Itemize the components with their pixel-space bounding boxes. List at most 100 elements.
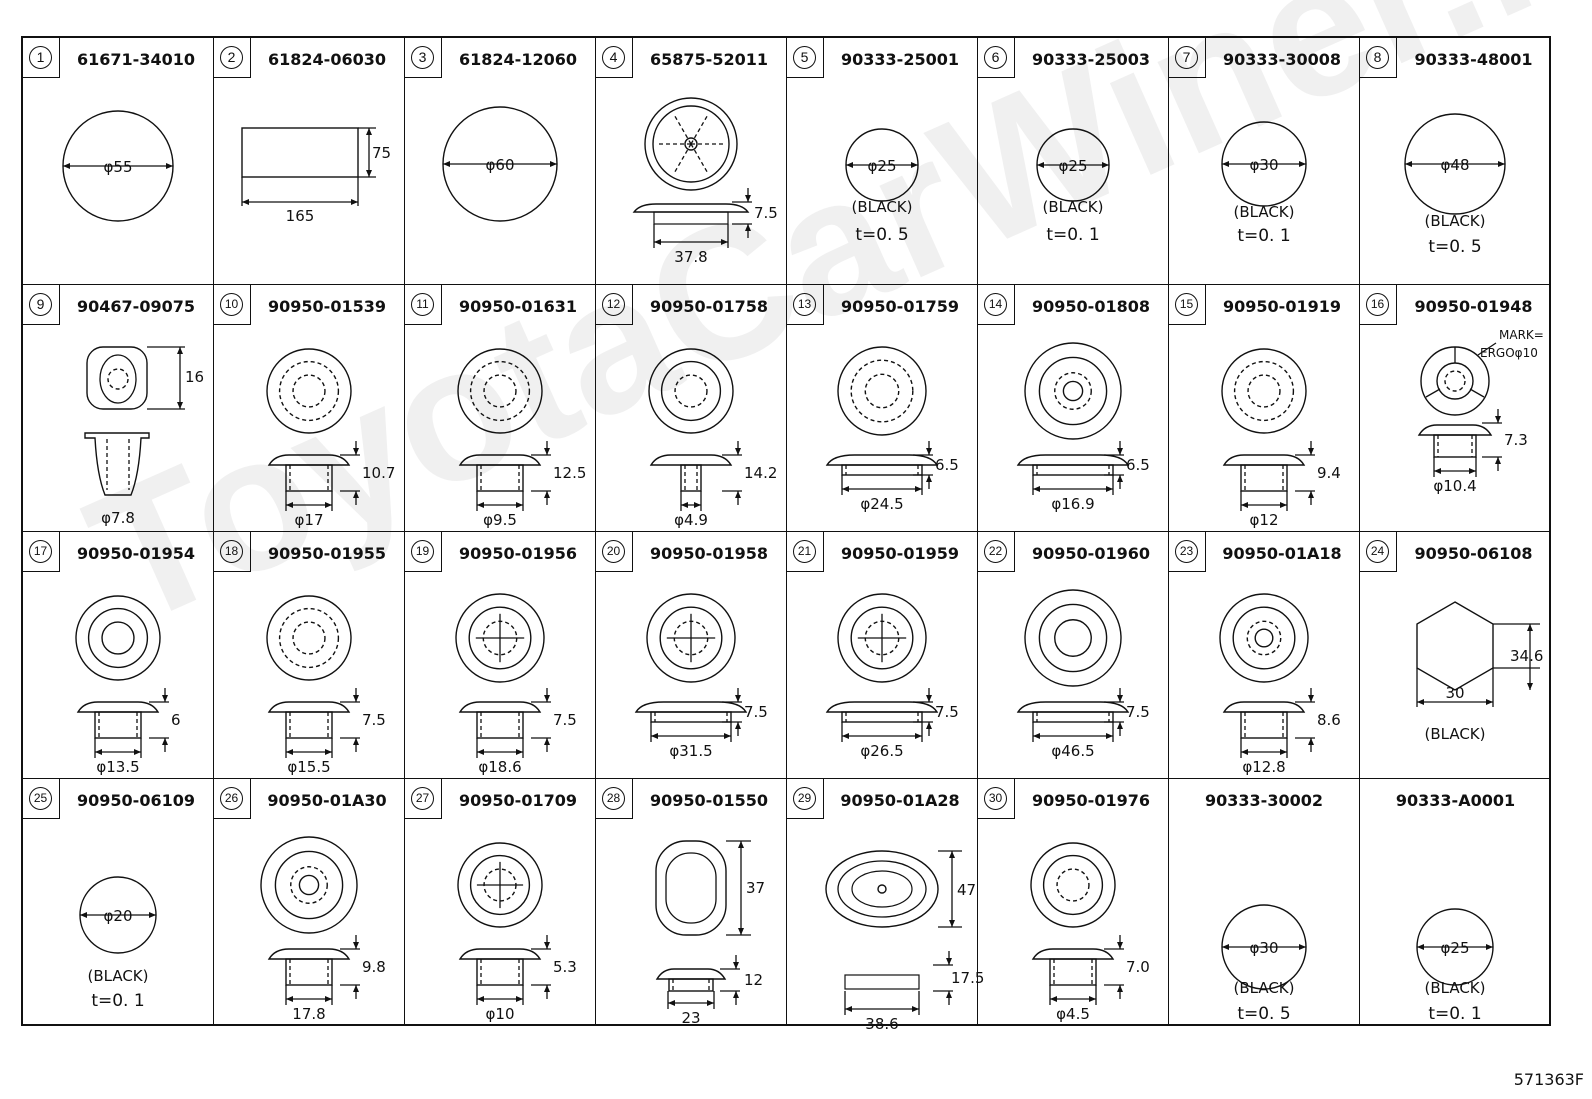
item-number-box: 18 (214, 532, 251, 572)
item-number: 28 (602, 787, 625, 810)
diameter-label: φ25 (1059, 157, 1088, 175)
dimension-label: φ16.9 (1051, 495, 1094, 513)
dimension-label: 7.5 (362, 711, 386, 729)
dimension-label: 165 (286, 207, 315, 225)
part-number: 90950-01631 (459, 297, 577, 316)
dimension-label: 9.8 (362, 958, 386, 976)
color-note: (BLACK) (1424, 212, 1485, 230)
color-note: (BLACK) (1233, 979, 1294, 997)
hexagon-outline (1416, 601, 1494, 691)
dimension-label: 8.6 (1317, 711, 1341, 729)
item-number-box: 15 (1169, 285, 1206, 325)
dimension-label: 7.5 (1126, 703, 1150, 721)
dimension-label: 12.5 (553, 464, 586, 482)
dimension-label: φ4.9 (674, 511, 708, 529)
rectangle-outline (241, 127, 359, 178)
part-number: 90950-01758 (650, 297, 768, 316)
thickness-note: t=0. 5 (1428, 237, 1481, 257)
item-number-box: 24 (1360, 532, 1397, 572)
cap-outline (1030, 842, 1116, 928)
cap-outline (1024, 589, 1122, 687)
part-number: 90950-01948 (1414, 297, 1533, 316)
item-number: 22 (984, 540, 1007, 563)
part-drawing: 9.817.8 (260, 836, 386, 1023)
dimension-label: 5.3 (553, 958, 577, 976)
diameter-label: φ60 (486, 156, 515, 174)
item-number: 20 (602, 540, 625, 563)
cap-outline (648, 348, 734, 434)
item-number: 26 (220, 787, 243, 810)
cap-outline (644, 97, 738, 191)
thickness-note: t=0. 1 (91, 991, 144, 1011)
item-number-box: 5 (787, 38, 824, 78)
item-number: 1 (29, 46, 52, 69)
item-number-box: 8 (1360, 38, 1397, 78)
dimension-label: 7.5 (553, 711, 577, 729)
part-number: 90333-A0001 (1395, 791, 1516, 810)
part-drawing: φ20(BLACK)t=0. 1 (79, 876, 157, 1011)
item-number: 9 (29, 293, 52, 316)
dimension-label: φ31.5 (669, 742, 712, 760)
item-number-box: 22 (978, 532, 1015, 572)
dimension-label: 16 (185, 368, 204, 386)
part-number: 90950-01A18 (1222, 544, 1342, 563)
cap-outline (1221, 348, 1307, 434)
item-number: 27 (411, 787, 434, 810)
part-number: 90950-01919 (1223, 297, 1341, 316)
part-drawing: 14.2φ4.9 (648, 348, 777, 529)
dimension-label: φ13.5 (96, 758, 139, 776)
dimension-label: 7.5 (744, 703, 768, 721)
diameter-label: φ30 (1250, 156, 1279, 174)
part-number: 90950-01A28 (840, 791, 960, 810)
cap-outline (1219, 593, 1309, 683)
dimension-label: 7.0 (1126, 958, 1150, 976)
item-number-box: 20 (596, 532, 633, 572)
part-number: 90950-01976 (1032, 791, 1150, 810)
part-number: 90950-01759 (841, 297, 959, 316)
cap-outline (260, 836, 358, 934)
dimension-label: 47 (957, 881, 976, 899)
item-number: 14 (984, 293, 1007, 316)
part-number: 90950-01550 (650, 791, 768, 810)
dimension-label: 10.7 (362, 464, 395, 482)
item-number-box: 29 (787, 779, 824, 819)
cap-outline (646, 593, 736, 683)
part-number: 90333-30008 (1223, 50, 1341, 69)
diameter-label: φ20 (104, 907, 133, 925)
item-number: 25 (29, 787, 52, 810)
part-drawing: 34.630(BLACK) (1416, 601, 1543, 743)
item-number: 29 (793, 787, 816, 810)
item-number-box: 6 (978, 38, 1015, 78)
item-number-box: 4 (596, 38, 633, 78)
item-number-box: 1 (23, 38, 60, 78)
part-drawing: φ60 (442, 106, 558, 222)
dimension-label: 7.3 (1504, 431, 1528, 449)
item-number-box: 30 (978, 779, 1015, 819)
dimension-label: 37.8 (674, 248, 707, 266)
diameter-label: φ55 (104, 158, 133, 176)
